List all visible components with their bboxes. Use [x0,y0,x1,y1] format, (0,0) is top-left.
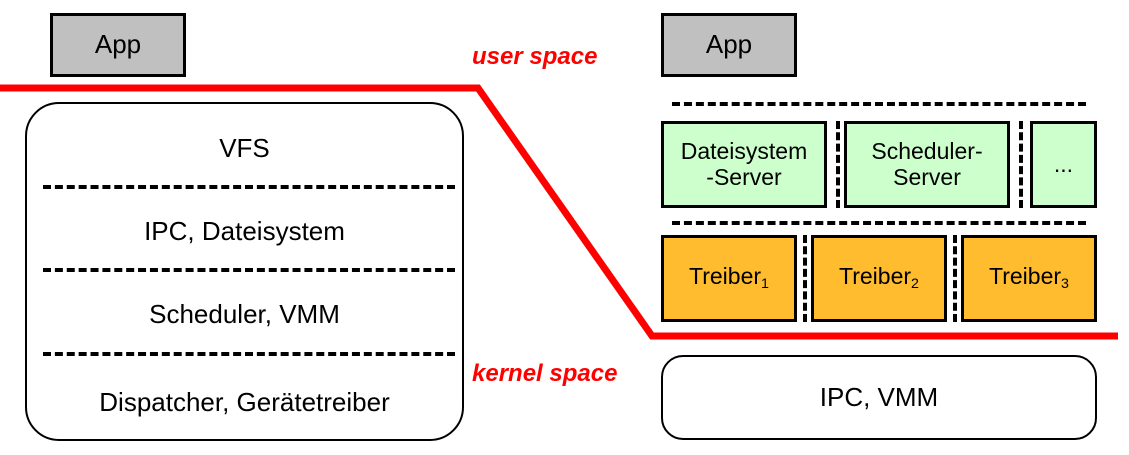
mono-layer-dispatcher-label: Dispatcher, Gerätetreiber [99,386,390,417]
driver-name: Treiber [689,263,762,290]
mono-layer-sched-vmm-label: Scheduler, VMM [149,298,340,329]
micro-server-divider-1 [836,121,840,208]
server-box-ellipsis: ... [1030,121,1097,208]
mono-layer-dispatcher: Dispatcher, Gerätetreiber [25,382,464,422]
server-box-ellipsis-label: ... [1053,150,1074,177]
server-label-line2: Server [893,163,961,190]
mono-layer-vfs-label: VFS [219,132,270,163]
mono-layer-ipc-fs-label: IPC, Dateisystem [144,215,345,246]
left-app-box: App [50,13,186,77]
server-label-line2: -Server [706,163,782,190]
server-box-dateisystem-label: Dateisystem -Server [680,137,808,191]
driver-name: Treiber [839,263,912,290]
right-app-label: App [705,29,753,60]
server-box-scheduler-label: Scheduler- Server [871,137,983,191]
driver-box-2: Treiber2 [811,235,947,322]
server-label-line1: Dateisystem [680,137,808,164]
driver-box-3: Treiber3 [961,235,1097,322]
right-app-box: App [661,13,797,77]
micro-separator-mid [672,221,1086,225]
kernel-space-label: kernel space [472,360,617,388]
microkernel-base-box: IPC, VMM [661,355,1097,440]
left-app-label: App [94,29,142,60]
driver-name: Treiber [989,263,1062,290]
driver-box-3-label: Treiber3 [989,263,1069,293]
mono-separator-2 [43,268,455,272]
micro-driver-divider-2 [953,235,957,322]
driver-box-1-label: Treiber1 [689,263,769,293]
server-box-dateisystem: Dateisystem -Server [661,121,827,208]
mono-separator-3 [43,352,455,356]
mono-layer-vfs: VFS [25,128,464,168]
mono-separator-1 [43,185,455,189]
micro-driver-divider-1 [803,235,807,322]
driver-index: 3 [1061,276,1069,292]
micro-server-divider-2 [1019,121,1023,208]
microkernel-base-label: IPC, VMM [819,381,939,412]
user-space-label: user space [472,43,597,71]
driver-box-2-label: Treiber2 [839,263,919,293]
server-box-scheduler: Scheduler- Server [844,121,1010,208]
mono-layer-ipc-fs: IPC, Dateisystem [25,211,464,251]
micro-separator-top [672,102,1086,106]
driver-index: 1 [761,276,769,292]
driver-box-1: Treiber1 [661,235,797,322]
driver-index: 2 [911,276,919,292]
kernel-space-text: kernel space [472,360,618,387]
mono-layer-sched-vmm: Scheduler, VMM [25,294,464,334]
server-label-line1: Scheduler- [871,137,983,164]
user-space-text: user space [472,43,598,70]
